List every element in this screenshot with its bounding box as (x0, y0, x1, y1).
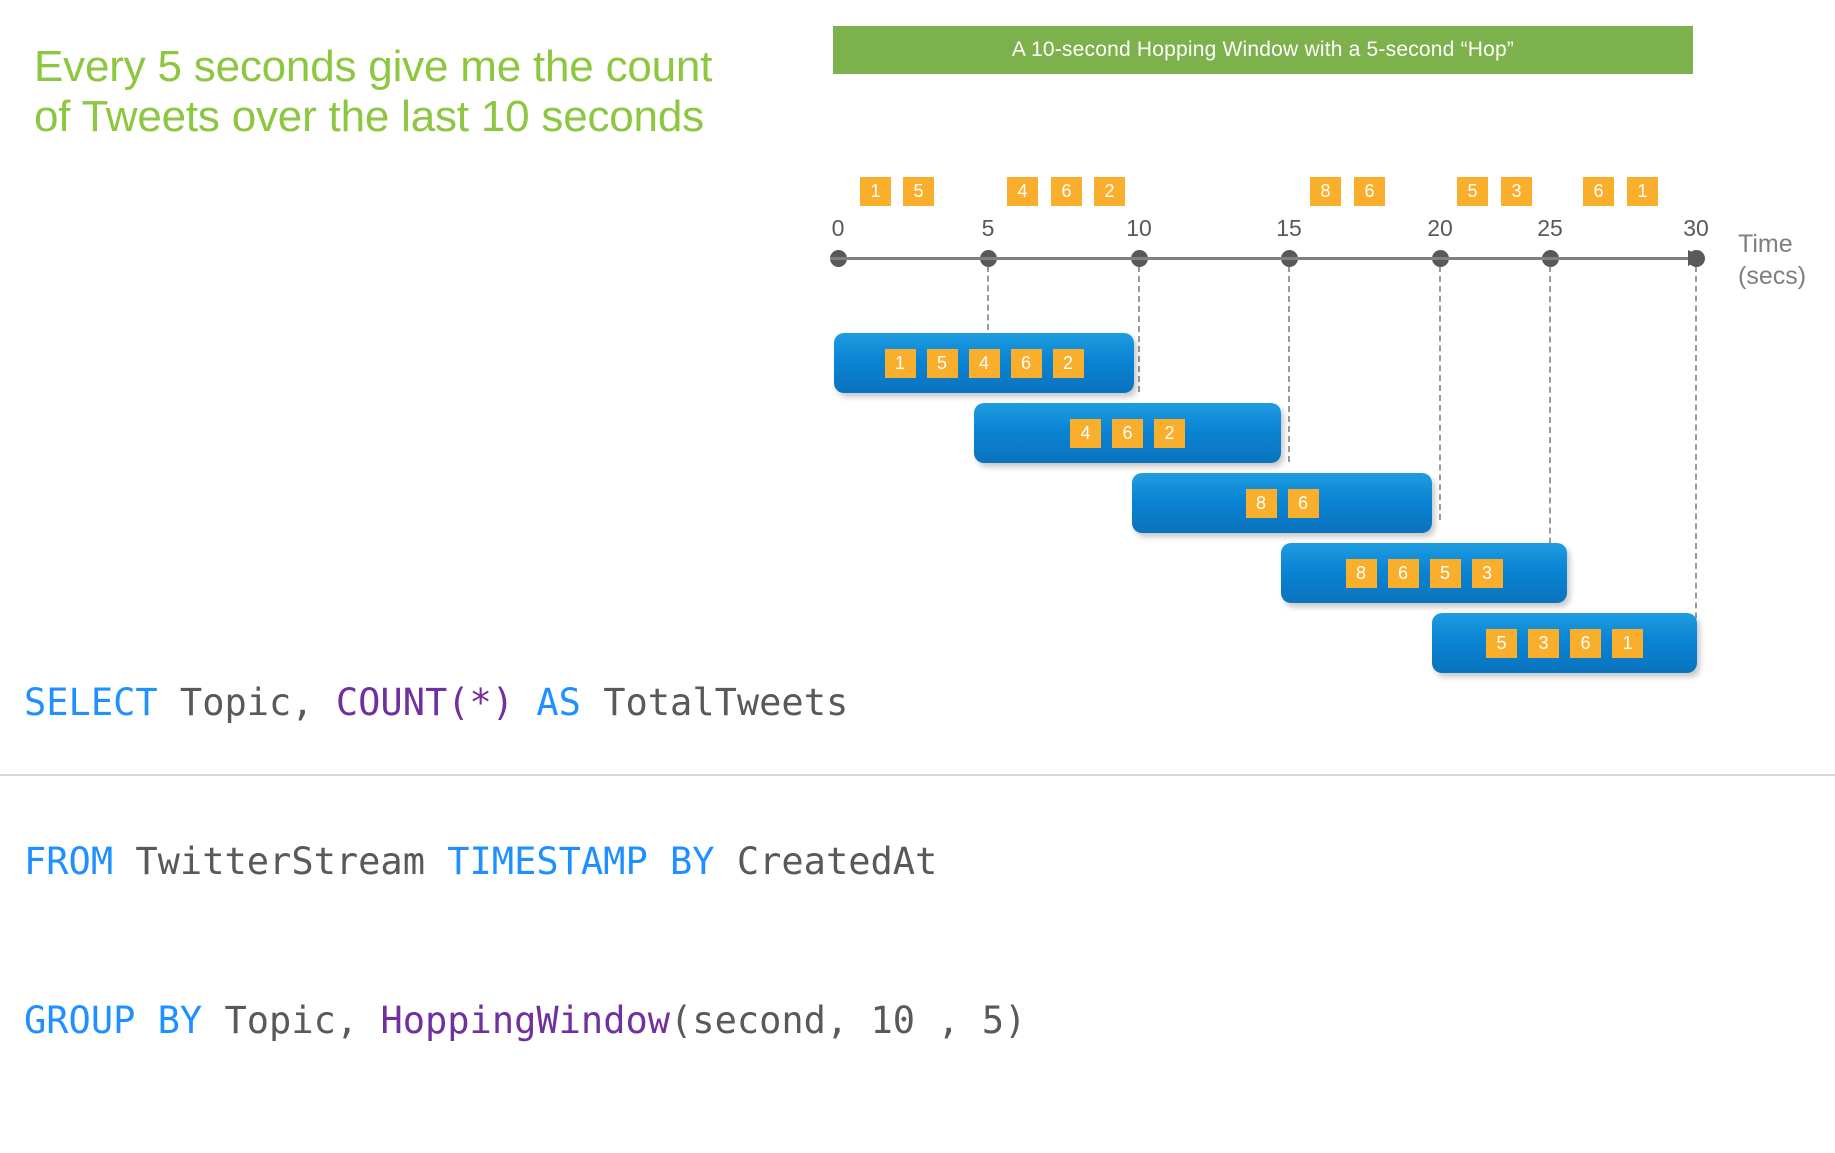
axis-tick-label: 0 (831, 215, 845, 241)
time-axis-caption: Time (secs) (1738, 228, 1806, 292)
axis-tick-dot (980, 250, 997, 267)
event-badge: 6 (1583, 177, 1614, 206)
axis-tick-label: 30 (1683, 215, 1709, 241)
event-badge: 4 (1007, 177, 1038, 206)
sql-line-2: FROM TwitterStream TIMESTAMP BY CreatedA… (24, 835, 1026, 888)
slide-canvas: Every 5 seconds give me the count of Twe… (0, 26, 1835, 1042)
sql-line-1: SELECT Topic, COUNT(*) AS TotalTweets (24, 676, 1026, 729)
banner: A 10-second Hopping Window with a 5-seco… (833, 26, 1693, 74)
window-event-badge: 1 (1612, 628, 1643, 658)
axis-tick-label: 15 (1276, 215, 1302, 241)
tick-drop-line (987, 266, 989, 330)
sql-token: CreatedAt (714, 840, 938, 883)
event-badge: 5 (1457, 177, 1488, 206)
axis-tick-label: 10 (1126, 215, 1152, 241)
axis-tick-dot (1432, 250, 1449, 267)
window-event-badge: 6 (1570, 628, 1601, 658)
axis-tick-label: 5 (981, 215, 995, 241)
page-title: Every 5 seconds give me the count of Twe… (34, 42, 713, 141)
window-event-badge: 2 (1154, 418, 1185, 448)
sql-token (514, 681, 536, 724)
sql-token: Topic, (157, 681, 336, 724)
axis-caption-line2: (secs) (1738, 262, 1807, 290)
tick-drop-line (1439, 266, 1441, 520)
sql-token: TotalTweets (580, 681, 849, 724)
axis-tick-label: 25 (1537, 215, 1563, 241)
sql-line-3: GROUP BY Topic, HoppingWindow(second, 10… (24, 994, 1026, 1047)
time-axis-arrow-icon (1688, 250, 1704, 266)
axis-tick-dot (1542, 250, 1559, 267)
sql-token: HoppingWindow (380, 999, 671, 1042)
event-badge: 8 (1310, 177, 1341, 206)
window-event-badge: 2 (1052, 348, 1084, 378)
window-event-badge: 6 (1287, 488, 1319, 518)
window-event-badge: 5 (926, 348, 958, 378)
window-event-badge: 5 (1429, 558, 1461, 588)
event-badge: 6 (1051, 177, 1082, 206)
window-event-badge: 6 (1387, 558, 1419, 588)
sql-query: SELECT Topic, COUNT(*) AS TotalTweets FR… (24, 570, 1026, 1153)
sql-token: TIMESTAMP BY (447, 840, 715, 883)
sql-token: COUNT(*) (335, 681, 515, 724)
window-event-badge: 6 (1010, 348, 1042, 378)
tick-drop-line (1138, 266, 1140, 392)
sql-token: GROUP BY (24, 999, 203, 1042)
window-event-badge: 6 (1112, 418, 1143, 448)
axis-tick-dot (1281, 250, 1298, 267)
sql-token: FROM (24, 840, 114, 883)
event-badge: 1 (860, 177, 891, 206)
sql-token: (second, 10 , 5) (670, 999, 1027, 1042)
time-axis-line (830, 257, 1692, 260)
sql-token: TwitterStream (113, 840, 448, 883)
event-badge: 5 (903, 177, 934, 206)
sql-token: SELECT (24, 681, 158, 724)
banner-text: A 10-second Hopping Window with a 5-seco… (1011, 38, 1515, 61)
event-badge: 2 (1094, 177, 1125, 206)
sql-token: Topic, (202, 999, 381, 1042)
window-event-badge: 3 (1471, 558, 1503, 588)
window-event-badge: 3 (1528, 628, 1559, 658)
sql-token: AS (536, 681, 581, 724)
axis-caption-line1: Time (1738, 230, 1793, 258)
window-event-badge: 5 (1486, 628, 1517, 658)
window-event-badge: 8 (1245, 488, 1277, 518)
axis-tick-dot (1131, 250, 1148, 267)
tick-drop-line (1695, 266, 1697, 648)
axis-tick-dot (830, 250, 847, 267)
window-event-badge: 1 (884, 348, 916, 378)
window-event-badge: 4 (968, 348, 1000, 378)
event-badge: 3 (1501, 177, 1532, 206)
tick-drop-line (1288, 266, 1290, 462)
tick-drop-line (1549, 266, 1551, 584)
window-event-badge: 4 (1070, 418, 1101, 448)
event-badge: 1 (1627, 177, 1658, 206)
event-badge: 6 (1354, 177, 1385, 206)
window-event-badge: 8 (1345, 558, 1377, 588)
axis-tick-label: 20 (1427, 215, 1453, 241)
axis-tick-dot (1688, 250, 1705, 267)
